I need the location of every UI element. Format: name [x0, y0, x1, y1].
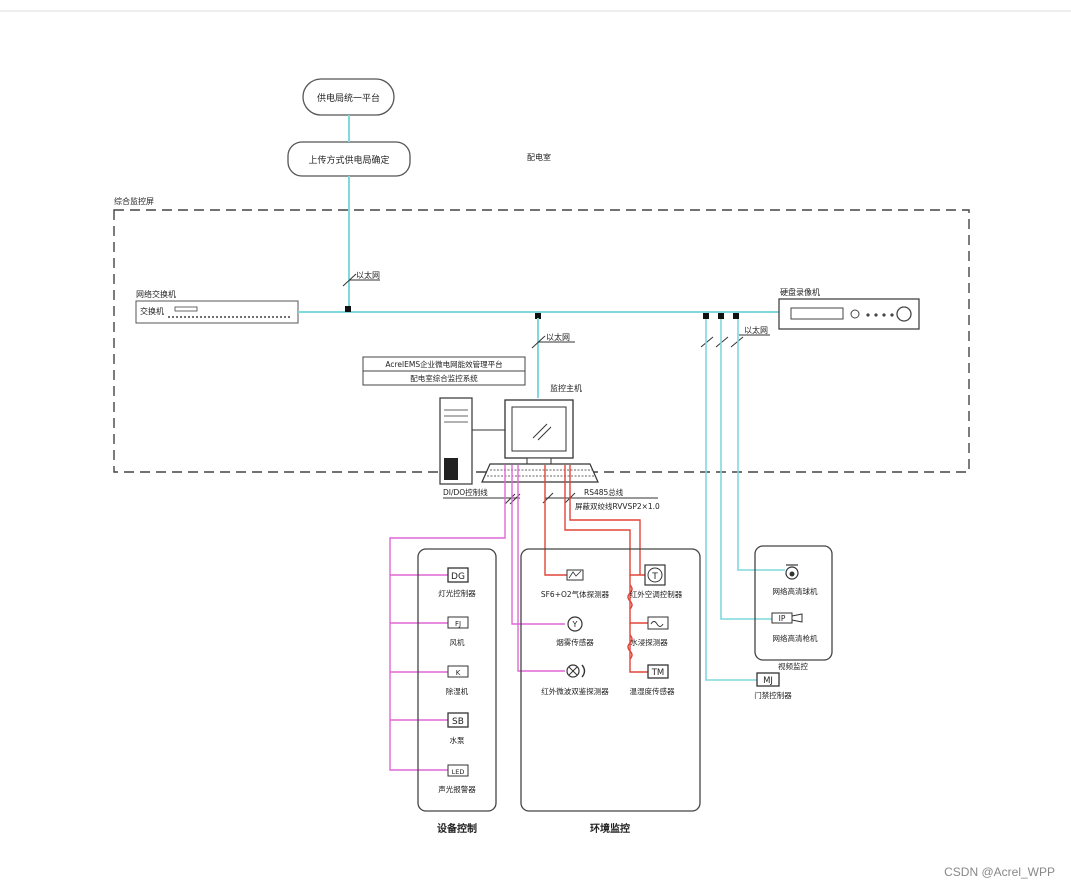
video-monitor-title: 视频监控 [778, 661, 808, 671]
ethernet-tick-3a [700, 336, 714, 348]
environment-monitor-title: 环境监控 [590, 822, 630, 835]
temp-hum-sensor-label: 温湿度传感器 [630, 686, 675, 696]
bus-node-4 [718, 313, 724, 319]
nvr-button-4 [890, 313, 894, 317]
ir-dual-wave-icon [581, 664, 586, 678]
dome-camera-lens [789, 571, 795, 577]
platform-name-line2: 配电室综合监控系统 [410, 373, 478, 383]
rs485-line-label: RS485总线 [584, 487, 624, 497]
door-ctrl-label: 门禁控制器 [754, 690, 792, 700]
equipment-control-title: 设备控制 [437, 822, 477, 835]
bullet-camera-code: IP [779, 614, 786, 623]
bullet-camera-icon [771, 612, 793, 624]
video-wiring [705, 319, 785, 681]
pump-code: SB [452, 717, 464, 727]
water-sensor-wave-icon [650, 621, 664, 627]
water-sensor-icon [647, 616, 669, 630]
ir-dual-sensor-label: 红外微波双鉴探测器 [541, 686, 609, 696]
smoke-sensor-code: Y [572, 620, 578, 629]
fan-code: FJ [455, 620, 461, 628]
fan-label: 风机 [450, 637, 465, 647]
environment-monitor-panel [520, 548, 701, 812]
light-ctrl-icon [447, 567, 469, 583]
ir-ac-ctrl-code: T [651, 572, 658, 582]
switch-port-icon [174, 306, 198, 312]
net-switch-title: 网络交换机 [136, 289, 176, 299]
ethernet-tick-3c [730, 336, 744, 348]
monitor-host-label: 监控主机 [550, 383, 582, 393]
pump-icon [447, 712, 469, 728]
rs485-wiring [544, 465, 648, 673]
nvr-button-3 [882, 313, 886, 317]
bullet-camera-label: 网络高清枪机 [773, 633, 818, 643]
alarm-label: 声光报警器 [438, 784, 476, 794]
bus-node-5 [733, 313, 739, 319]
monitor-stand [526, 457, 552, 465]
dido-tick-1 [504, 493, 516, 505]
tower-vent [444, 458, 458, 480]
switch-label: 交换机 [140, 306, 164, 316]
platform-name-line1: AcrelEMS企业微电网能效管理平台 [385, 359, 502, 369]
ethernet-label-3: 以太网 [744, 325, 768, 335]
dido-line-label: DI/DO控制线 [443, 487, 488, 497]
bullet-camera-lens-icon [791, 613, 803, 623]
ir-ac-ctrl-ring [647, 567, 663, 583]
watermark: CSDN @Acrel_WPP [944, 865, 1055, 879]
ethernet-label-1: 以太网 [356, 270, 380, 280]
temp-hum-sensor-icon [647, 664, 669, 679]
alarm-code: LED [452, 768, 465, 776]
dido-wiring [389, 465, 565, 771]
sf6-sensor-label: SF6+O2气体探测器 [541, 589, 610, 599]
nvr-button-2 [874, 313, 878, 317]
screen-glare-2 [537, 426, 552, 441]
gas-sensor-wave-icon [568, 570, 582, 579]
light-ctrl-label: 灯光控制器 [438, 588, 476, 598]
light-ctrl-code: DG [451, 572, 465, 582]
bus-node-3 [703, 313, 709, 319]
screen-glare-1 [532, 423, 548, 439]
shielded-line-label: 屏蔽双绞线RVVSP2×1.0 [575, 501, 660, 511]
monitor-screen [511, 406, 567, 452]
substation-room-label: 配电室 [527, 152, 551, 162]
door-ctrl-code: MJ [763, 676, 773, 686]
nvr-knob-icon [850, 309, 860, 319]
hard-disk-recorder [778, 298, 920, 330]
pump-label: 水泵 [450, 735, 465, 745]
bus-node-2 [535, 313, 541, 319]
nvr-power-icon [896, 306, 912, 322]
video-monitor-panel [754, 545, 833, 661]
nvr-title: 硬盘录像机 [780, 287, 820, 297]
monitor-screen-label: 综合监控屏 [114, 196, 154, 206]
ir-ac-ctrl-label: 红外空调控制器 [630, 589, 683, 599]
water-sensor-label: 水浸探测器 [630, 637, 668, 647]
smoke-sensor-label: 烟雾传感器 [556, 637, 594, 647]
nvr-button-1 [866, 313, 870, 317]
door-ctrl-icon [756, 672, 780, 687]
dehumidifier-icon [447, 665, 469, 678]
dehumidifier-label: 除湿机 [446, 686, 469, 696]
bus-node-1 [345, 306, 351, 312]
equipment-control-panel [417, 548, 497, 812]
ethernet-tick-3b [715, 336, 729, 348]
nvr-display [790, 307, 844, 320]
dome-camera-label: 网络高清球机 [773, 586, 818, 596]
alarm-icon [447, 764, 469, 777]
ethernet-label-2: 以太网 [546, 332, 570, 342]
temp-hum-sensor-code: TM [651, 668, 665, 678]
fan-icon [447, 616, 469, 629]
ir-dual-cross-2 [568, 666, 578, 676]
grid-platform-label: 供电局统一平台 [317, 92, 380, 104]
dehumidifier-code: K [456, 669, 461, 677]
keyboard [481, 463, 599, 483]
smoke-sensor-icon [567, 616, 583, 632]
platform-system-box [362, 370, 526, 386]
upload-method-label: 上传方式供电局确定 [308, 154, 389, 166]
